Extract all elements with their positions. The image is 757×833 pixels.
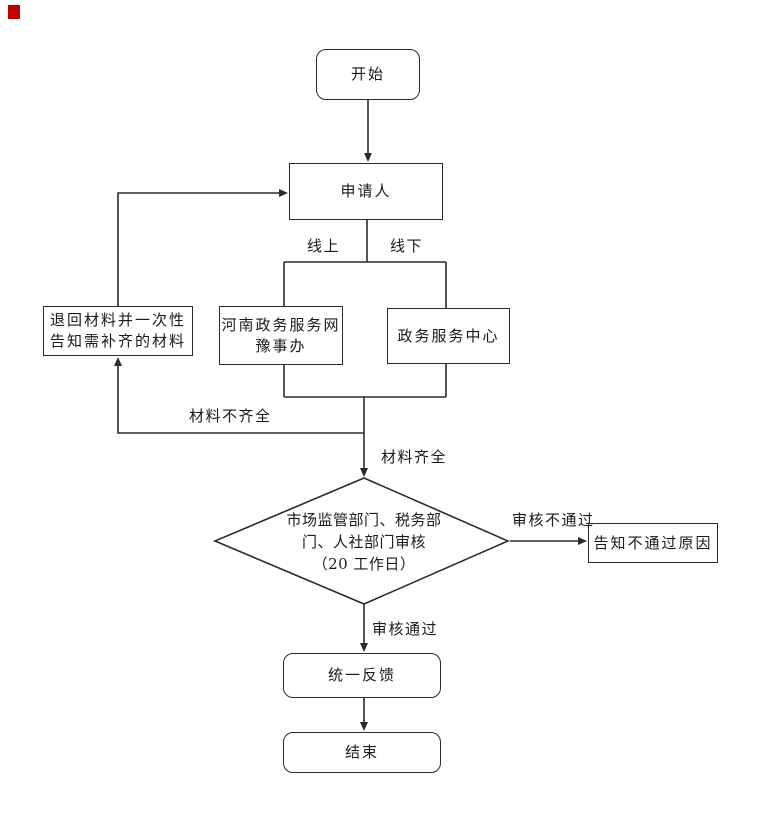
start-node: 开始 (316, 49, 420, 100)
online-portal-node: 河南政务服务网 豫事办 (219, 306, 343, 365)
arrowhead-into-notify-box (578, 537, 587, 545)
arrowhead-into-return-box (114, 357, 122, 366)
return-materials-line1: 退回材料并一次性 (49, 311, 186, 329)
red-square-marker (8, 5, 20, 19)
start-label: 开始 (350, 65, 385, 83)
arrowhead-into-applicant-top (364, 153, 372, 162)
edge-label-materials-complete: 材料齐全 (381, 448, 448, 466)
unified-feedback-node: 统一反馈 (283, 653, 441, 698)
unified-feedback-label: 统一反馈 (327, 666, 396, 684)
online-portal-label: 河南政务服务网 豫事办 (221, 315, 340, 357)
edge-incomplete-branch (117, 366, 364, 434)
review-decision-label: 市场监管部门、税务部 门、人社部门审核 （20 工作日） (254, 509, 474, 575)
end-label: 结束 (344, 743, 379, 761)
arrowhead-into-end (360, 722, 368, 731)
applicant-label: 申请人 (340, 182, 392, 200)
end-node: 结束 (283, 732, 441, 773)
online-portal-line1: 河南政务服务网 (221, 315, 341, 334)
arrowhead-into-applicant-left (279, 189, 288, 197)
edge-label-offline: 线下 (390, 237, 424, 255)
notify-failure-label: 告知不通过原因 (593, 533, 713, 552)
service-center-node: 政务服务中心 (387, 308, 510, 364)
arrowhead-into-diamond (360, 468, 368, 477)
review-decision-line2: 门、人社部门审核 (301, 533, 426, 551)
service-center-label: 政务服务中心 (397, 326, 500, 345)
notify-failure-node: 告知不通过原因 (588, 523, 718, 563)
edge-label-review-failed: 审核不通过 (512, 511, 595, 529)
review-decision-diamond (212, 477, 510, 605)
edge-label-materials-incomplete: 材料不齐全 (189, 407, 272, 425)
review-decision-line1: 市场监管部门、税务部 (286, 511, 442, 529)
edge-label-online: 线上 (307, 237, 341, 255)
return-materials-node: 退回材料并一次性 告知需补齐的材料 (43, 306, 193, 356)
arrowhead-into-feedback (360, 643, 368, 652)
online-portal-line2: 豫事办 (255, 336, 307, 355)
return-materials-label: 退回材料并一次性 告知需补齐的材料 (50, 310, 186, 352)
applicant-node: 申请人 (289, 163, 443, 220)
edge-return-to-applicant (117, 192, 279, 306)
return-materials-line2: 告知需补齐的材料 (49, 332, 186, 350)
edge-label-review-passed: 审核通过 (372, 620, 439, 638)
review-decision-line3: （20 工作日） (312, 555, 416, 573)
